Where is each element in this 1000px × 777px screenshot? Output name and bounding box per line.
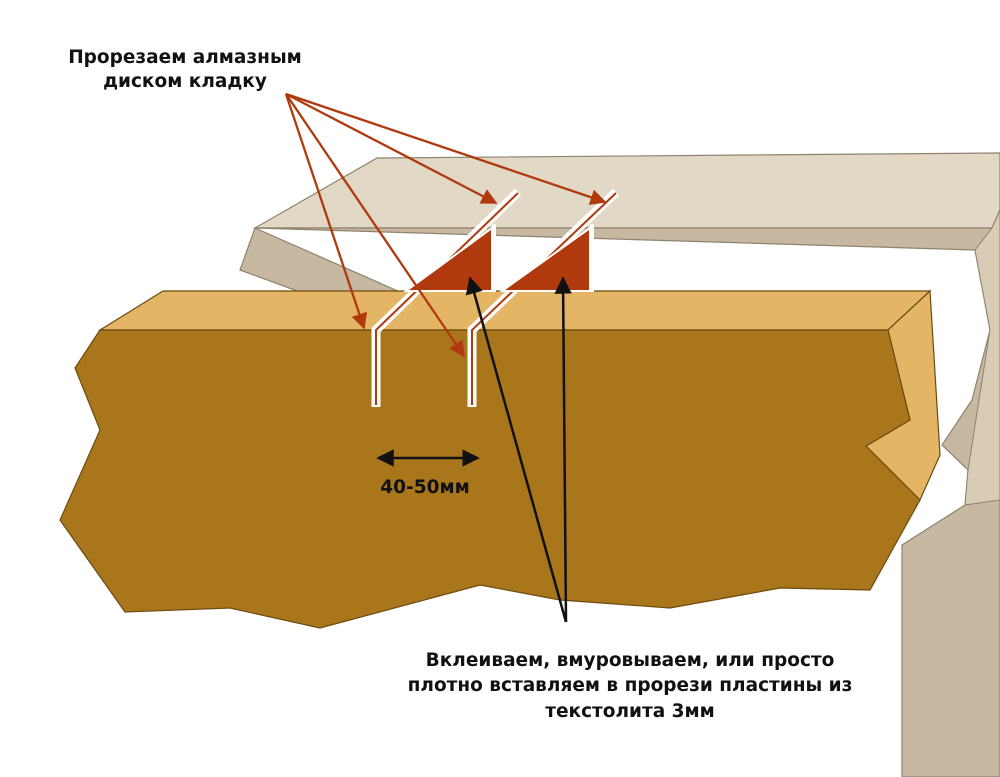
cut-arrows: [284, 92, 607, 358]
cut-arrow-2: [285, 92, 607, 205]
insert-label-line-1: Вклеиваем, вмуровываем, или просто: [425, 650, 835, 671]
cut-label-line-2: диском кладку: [103, 71, 267, 93]
front-wall-top: [97, 290, 932, 331]
front-wall-face: [59, 329, 921, 629]
cut-label-line-1: Прорезаем алмазным: [68, 47, 302, 68]
cut-label: Прорезаем алмазным диском кладку: [40, 46, 330, 94]
insert-arrows: [465, 276, 572, 623]
cut-slot-left-core: [375, 192, 519, 405]
cut-arrow-1: [285, 92, 498, 205]
insert-plate-left: [402, 226, 493, 292]
insert-plates: [402, 224, 594, 292]
insert-arrow-1: [465, 276, 568, 623]
insert-arrow-2: [554, 276, 572, 623]
insert-label: Вклеиваем, вмуровываем, или просто плотн…: [380, 648, 880, 724]
front-wall: [59, 289, 941, 629]
back-wall-left-end: [239, 227, 401, 293]
back-wall-top: [252, 152, 1000, 229]
insert-label-line-3: текстолита 3мм: [545, 700, 715, 722]
cut-slot-right-core: [471, 192, 617, 405]
dimension-label: 40-50мм: [380, 477, 470, 498]
insert-label-line-2: плотно вставляем в прорези пластины из: [407, 675, 853, 697]
cut-arrow-4: [285, 93, 465, 358]
back-wall-side: [964, 209, 1000, 506]
cut-arrow-3: [284, 93, 368, 330]
cut-slots: [371, 188, 620, 407]
